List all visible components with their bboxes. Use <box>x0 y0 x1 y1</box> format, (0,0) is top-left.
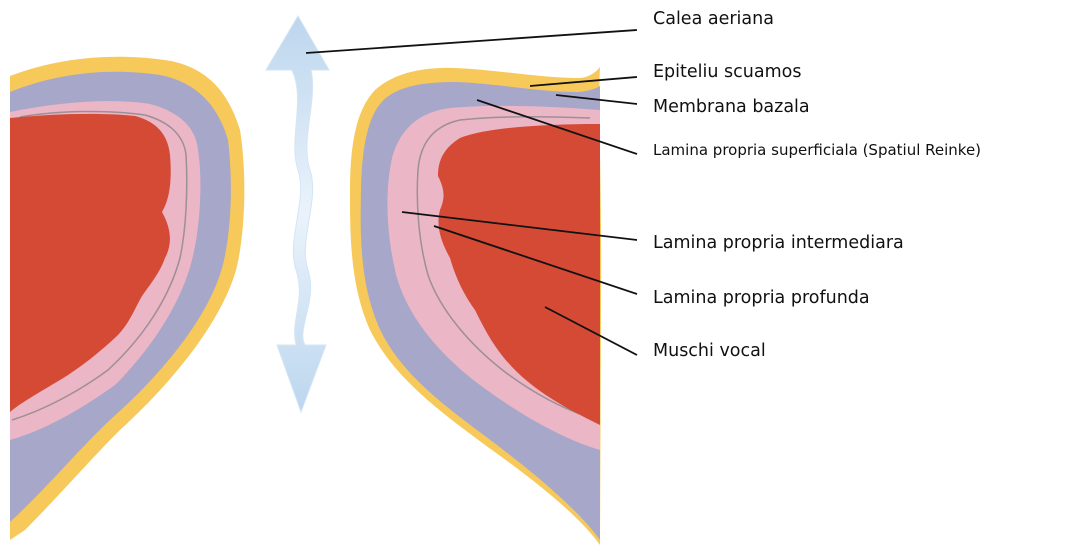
label-lamina-propria-superficiala: Lamina propria superficiala (Spatiul Rei… <box>653 143 981 158</box>
right-vocal-fold <box>350 67 601 545</box>
label-membrana-bazala: Membrana bazala <box>653 99 810 117</box>
label-calea-aeriana: Calea aeriana <box>653 11 774 29</box>
label-lamina-propria-profunda: Lamina propria profunda <box>653 290 870 308</box>
label-lamina-propria-intermediara: Lamina propria intermediara <box>653 235 904 253</box>
leader-calea-aeriana <box>306 30 637 53</box>
label-epiteliu-scuamos: Epiteliu scuamos <box>653 64 801 82</box>
label-muschi-vocal: Muschi vocal <box>653 343 766 361</box>
left-vocal-fold <box>10 57 244 540</box>
airway-double-arrow-icon <box>266 16 329 412</box>
